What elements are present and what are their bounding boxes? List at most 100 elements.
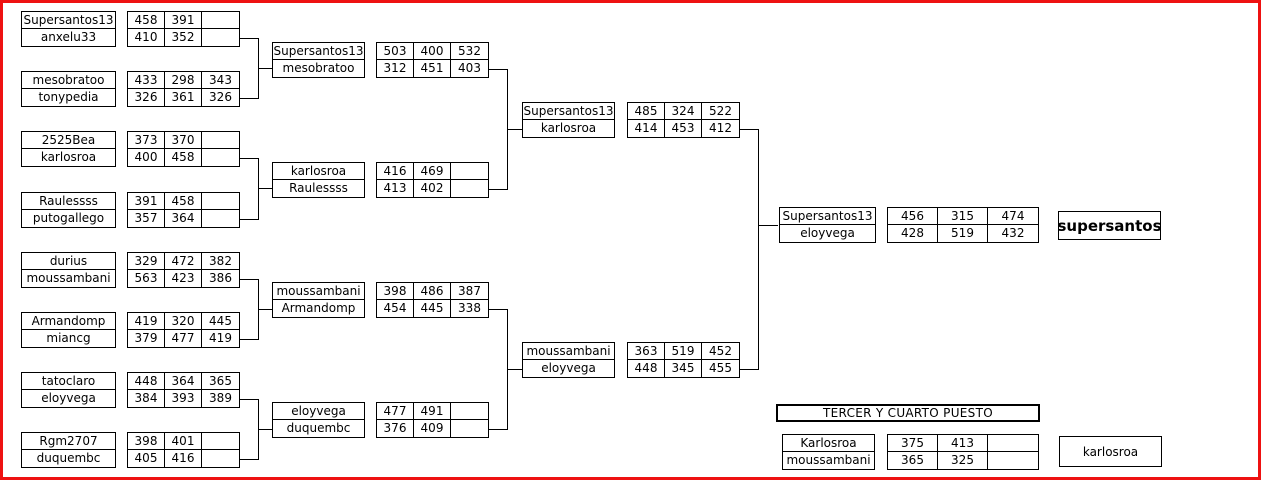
score-cell: 451 [414,60,451,77]
match-namebox-r2m2[interactable]: karlosroa Raulessss [272,162,365,198]
score-cell: 298 [165,72,202,88]
score-cell: 472 [165,253,202,269]
match-scorebox-r1m8[interactable]: 398 401 405 416 [127,432,240,468]
match-scorebox-final[interactable]: 456 315 474 428 519 432 [887,207,1039,243]
match-scorebox-r3m2[interactable]: 363 519 452 448 345 455 [627,342,740,378]
score-cell: 398 [128,433,165,449]
match-namebox-r2m3[interactable]: moussambani Armandomp [272,282,365,318]
score-cell: 474 [1001,209,1025,223]
score-cell: 519 [665,343,702,359]
score-cell: 364 [165,210,202,227]
match-scorebox-r1m3[interactable]: 373 370 400 458 [127,131,240,167]
player-name-bottom: karlosroa [540,121,597,135]
score-cell [451,180,488,197]
match-scorebox-r1m6[interactable]: 419 320 445 379 477 419 [127,312,240,348]
third-place-winner-label: karlosroa [1082,444,1139,459]
third-place-header: TERCER Y CUARTO PUESTO [776,404,1040,422]
player-name-bottom: moussambani [786,453,871,467]
match-scorebox-r1m5[interactable]: 329 472 382 563 423 386 [127,252,240,288]
match-namebox-r2m1[interactable]: Supersantos13 mesobratoo [272,42,365,78]
match-scorebox-r1m4[interactable]: 391 458 357 364 [127,192,240,228]
match-scorebox-r2m3[interactable]: 398 486 387 454 445 338 [376,282,489,318]
match-scorebox-r2m2[interactable]: 416 469 413 402 [376,162,489,198]
score-cell: 401 [165,433,202,449]
connector-line [258,309,273,310]
player-name-top: mesobratoo [22,72,115,89]
connector-line [489,189,508,190]
player-name-top: Supersantos13 [273,44,364,60]
score-cell: 315 [938,208,988,224]
match-namebox-r1m5[interactable]: durius moussambani [21,252,116,288]
score-row-bottom: 357 364 [128,210,239,227]
match-namebox-r3m1[interactable]: Supersantos13 karlosroa [522,102,615,138]
match-scorebox-r1m2[interactable]: 433 298 343 326 361 326 [127,71,240,107]
connector-line [240,399,259,400]
player-name-top: Armandomp [22,313,115,330]
score-cell: 445 [209,314,232,328]
score-cell: 400 [414,43,451,59]
connector-line [489,309,508,310]
match-namebox-final[interactable]: Supersantos13 eloyvega [779,207,876,243]
player-name-top: tatoclaro [22,373,115,390]
score-cell: 414 [628,120,665,137]
score-cell: 458 [165,193,202,209]
connector-line [507,369,522,370]
match-scorebox-r1m1[interactable]: 458 391 410 352 [127,11,240,47]
score-cell [451,403,488,419]
score-cell: 448 [128,373,165,389]
player-name-top: 2525Bea [22,132,115,149]
score-cell: 477 [165,330,202,347]
match-namebox-r1m8[interactable]: Rgm2707 duquembc [21,432,116,468]
player-name-bottom: karlosroa [40,150,97,164]
score-cell: 456 [888,208,938,224]
score-cell: 419 [128,313,165,329]
player-name-top: karlosroa [273,163,364,180]
score-cell: 352 [165,29,202,46]
score-cell: 409 [414,420,451,437]
score-row-top: 485 324 522 [628,103,739,120]
match-namebox-r3m2[interactable]: moussambani eloyvega [522,342,615,378]
score-cell: 393 [165,390,202,407]
player-name-bottom: moussambani [26,271,111,285]
score-cell [202,210,239,227]
player-name-bottom: tonypedia [38,90,99,104]
score-row-top: 363 519 452 [628,343,739,360]
score-cell: 454 [377,300,414,317]
score-cell [202,193,239,209]
score-row-top: 458 391 [128,12,239,29]
score-cell: 329 [128,253,165,269]
match-namebox-r1m3[interactable]: 2525Bea karlosroa [21,131,116,167]
player-name-bottom: Armandomp [281,301,356,315]
score-row-bottom: 405 416 [128,450,239,467]
match-namebox-r1m2[interactable]: mesobratoo tonypedia [21,71,116,107]
connector-line [258,68,273,69]
match-namebox-r1m7[interactable]: tatoclaro eloyvega [21,372,116,408]
connector-line [240,98,259,99]
score-cell: 455 [709,361,732,375]
match-scorebox-r2m1[interactable]: 503 400 532 312 451 403 [376,42,489,78]
match-scorebox-r2m4[interactable]: 477 491 376 409 [376,402,489,438]
score-cell: 379 [128,330,165,347]
score-cell: 370 [165,132,202,148]
match-namebox-r2m4[interactable]: eloyvega duquembc [272,402,365,438]
connector-line [240,219,259,220]
match-scorebox-r3m1[interactable]: 485 324 522 414 453 412 [627,102,740,138]
champion-box: supersantos [1057,211,1162,240]
player-name-top: durius [22,253,115,270]
match-scorebox-r1m7[interactable]: 448 364 365 384 393 389 [127,372,240,408]
score-cell: 320 [165,313,202,329]
match-namebox-third-place[interactable]: Karlosroa moussambani [782,434,875,470]
match-scorebox-third-place[interactable]: 375 413 365 325 [887,434,1039,470]
score-row-top: 419 320 445 [128,313,239,330]
connector-line [240,339,259,340]
score-cell: 389 [209,391,232,405]
match-namebox-r1m4[interactable]: Raulessss putogallego [21,192,116,228]
match-namebox-r1m6[interactable]: Armandomp miancg [21,312,116,348]
score-row-top: 503 400 532 [377,43,488,60]
player-name-bottom: mesobratoo [282,61,355,75]
player-name-top: Rgm2707 [22,433,115,450]
score-row-bottom: 312 451 403 [377,60,488,77]
player-name-top: Karlosroa [783,435,874,452]
match-namebox-r1m1[interactable]: Supersantos13 anxelu33 [21,11,116,47]
score-row-top: 375 413 [888,435,1038,452]
